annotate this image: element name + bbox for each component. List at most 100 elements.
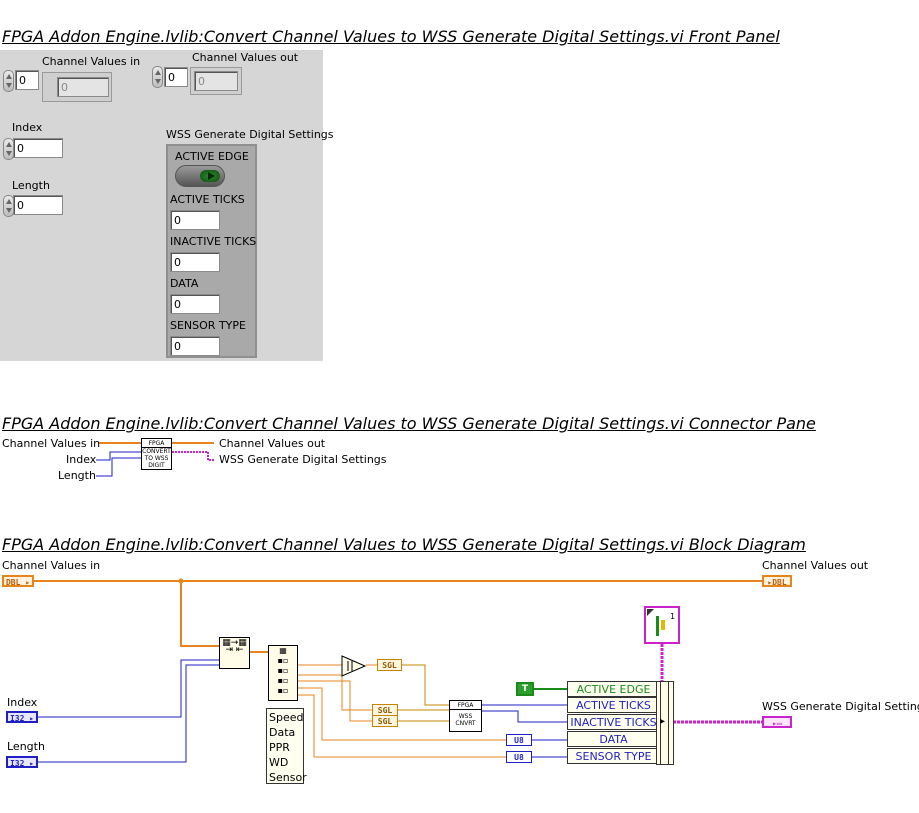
bd-to-u8-sensor[interactable]: U8 [506, 751, 532, 763]
bd-abs-function[interactable] [341, 655, 367, 677]
channel-values-in-label: Channel Values in [42, 55, 141, 68]
bd-label-index: Index [7, 696, 38, 709]
bd-cluster-const-index: 1 [670, 612, 676, 621]
active-ticks-value: 0 [170, 210, 220, 230]
length-label: Length [12, 179, 50, 192]
cp-icon-line-1: FPGA [142, 440, 171, 448]
bd-dbl-text-out: DBL [772, 578, 787, 587]
active-ticks-label: ACTIVE TICKS [170, 193, 245, 206]
bundle-divider-1 [660, 682, 661, 764]
bd-bundle-data[interactable]: DATA [567, 731, 660, 747]
sensor-type-label: SENSOR TYPE [170, 319, 246, 332]
bundle-arrow-icon: ▸ [660, 716, 666, 727]
cp-label-wss: WSS Generate Digital Settings [219, 453, 387, 466]
bd-inactive-ticks-wire [482, 710, 568, 723]
bd-bundle-active-edge[interactable]: ACTIVE EDGE [567, 681, 660, 697]
bd-terminal-wss-out[interactable]: ▸▭ [762, 716, 792, 728]
bd-sensor-wire [298, 694, 506, 758]
bd-index-wire [38, 659, 220, 718]
bd-convert-line-1: FPGA [450, 702, 481, 710]
bd-sgl-text-1: SGL [382, 661, 397, 670]
cp-index-wire [96, 451, 142, 461]
bd-dbl-text-in: DBL [5, 578, 21, 587]
index-array-icon: ▦ [279, 646, 287, 655]
channel-values-in-index[interactable]: 0 [15, 70, 39, 90]
play-icon [208, 172, 215, 180]
channel-values-in-element: 0 [57, 77, 109, 97]
bd-channel-to-subset [180, 581, 220, 647]
bd-index-label-speed: Speed [269, 711, 304, 724]
bd-bundle-sensor-type[interactable]: SENSOR TYPE [567, 748, 660, 764]
bd-terminal-channel-out[interactable]: ▸DBL [762, 575, 792, 587]
bd-speed-sgl-wire [402, 664, 449, 706]
abs-triangle-icon [341, 655, 367, 677]
bd-convert-line-3: CNVRT [455, 720, 476, 727]
index-array-rows-icon: ▪▫▪▫▪▫▪▫ [277, 656, 289, 695]
cp-label-index: Index [66, 453, 97, 466]
bd-label-length: Length [7, 740, 45, 753]
cp-vi-icon[interactable]: FPGA CONVERT TO WSS DIGIT [141, 438, 172, 470]
bd-bundle-inactive-ticks[interactable]: INACTIVE TICKS [567, 714, 660, 730]
bd-convert-line-2: WSS [458, 713, 473, 720]
channel-values-out-label: Channel Values out [192, 51, 299, 64]
cluster-bar-icon [656, 616, 659, 636]
index-input[interactable]: 0 [13, 138, 63, 158]
data-value: 0 [170, 294, 220, 314]
bd-wd-wire [298, 687, 506, 741]
front-panel-heading: FPGA Addon Engine.lvlib:Convert Channel … [2, 27, 780, 46]
channel-values-in-index-spinner[interactable] [3, 70, 14, 92]
length-input[interactable]: 0 [13, 195, 63, 215]
channel-values-out-index[interactable]: 0 [164, 67, 188, 87]
bd-array-subset[interactable]: ▦→▦ ⇥ ⇤ [219, 637, 250, 669]
channel-values-out-index-spinner[interactable] [152, 66, 163, 88]
cp-wss-wire [172, 451, 214, 461]
cp-icon-line-4: DIGIT [148, 462, 165, 469]
bd-bundle-active-ticks[interactable]: ACTIVE TICKS [567, 697, 660, 713]
cp-length-wire [96, 457, 142, 477]
bd-i32-text-index: I32 [9, 714, 25, 723]
bd-index-label-sensor: Sensor [269, 771, 307, 784]
connector-pane-wires [96, 442, 214, 477]
wss-settings-cluster: ACTIVE EDGE ACTIVE TICKS 0 INACTIVE TICK… [166, 144, 257, 358]
bd-convert-subvi[interactable]: FPGA WSS CNVRT [449, 700, 482, 732]
bd-sgl-text-2: SGL [377, 706, 393, 715]
bd-true-constant[interactable]: T [516, 682, 534, 696]
bd-i32-text-length: I32 [9, 759, 25, 768]
channel-values-out-element: 0 [194, 71, 238, 91]
array-subset-icon: ▦→▦ [222, 638, 247, 648]
bd-sgl-text-3: SGL [377, 717, 393, 726]
bd-data-wire [298, 674, 372, 711]
wss-settings-label: WSS Generate Digital Settings [166, 128, 334, 141]
bd-index-label-data: Data [269, 726, 296, 739]
cp-label-length: Length [58, 469, 96, 482]
bd-label-channel-out: Channel Values out [762, 559, 869, 572]
bd-u8-text-2: U8 [514, 753, 524, 762]
inactive-ticks-label: INACTIVE TICKS [170, 235, 257, 248]
cluster-corner-icon [647, 609, 654, 616]
bd-to-sgl-speed[interactable]: SGL [377, 659, 402, 671]
bd-label-channel-in: Channel Values in [2, 559, 101, 572]
bd-index-label-wd: WD [269, 756, 289, 769]
active-edge-label: ACTIVE EDGE [175, 150, 249, 163]
index-label: Index [12, 121, 43, 134]
front-panel: Channel Values in 0 0 Channel Values out… [0, 50, 334, 361]
inactive-ticks-value: 0 [170, 252, 220, 272]
bd-ppr-wire [298, 680, 372, 722]
bd-label-wss-out: WSS Generate Digital Settings [762, 700, 919, 713]
channel-values-in-array-frame: 0 [42, 72, 112, 102]
bd-terminal-index[interactable]: I32 ▸ [6, 711, 38, 723]
sensor-type-value: 0 [170, 336, 220, 356]
bd-bundle-node[interactable]: ▸ [656, 681, 674, 765]
array-subset-icon-lower: ⇥ ⇤ [225, 645, 244, 655]
bd-terminal-length[interactable]: I32 ▸ [6, 756, 38, 768]
bd-u8-text-1: U8 [514, 736, 524, 745]
active-edge-led[interactable] [175, 165, 225, 187]
cp-icon-line-2: CONVERT [142, 448, 171, 455]
bd-to-u8-data[interactable]: U8 [506, 734, 532, 746]
bd-to-sgl-ppr[interactable]: SGL [372, 715, 398, 727]
bd-index-array[interactable]: ▦ ▪▫▪▫▪▫▪▫ [268, 645, 298, 701]
connector-pane-heading: FPGA Addon Engine.lvlib:Convert Channel … [2, 414, 816, 433]
bd-cluster-constant[interactable]: 1 [644, 606, 680, 644]
bd-terminal-channel-in[interactable]: DBL ▸ [2, 575, 34, 587]
